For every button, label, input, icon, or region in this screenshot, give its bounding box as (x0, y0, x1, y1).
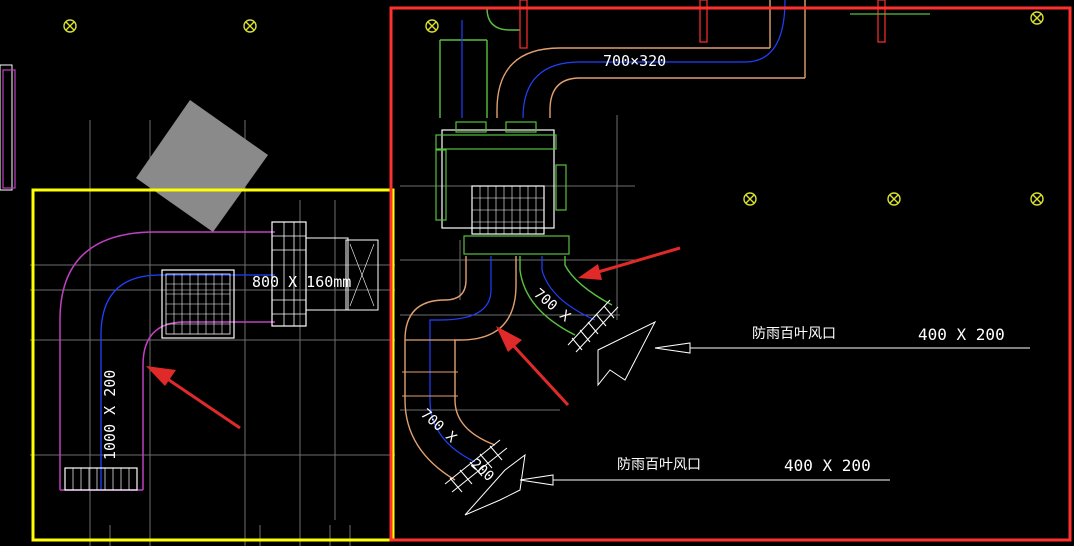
red-arrow-icon (578, 246, 681, 280)
callout-upper: 防雨百叶风口 400 X 200 (654, 325, 1030, 354)
red-arrow-icon (496, 326, 570, 407)
louver-upper-size: 400 X 200 (918, 325, 1005, 344)
right-duct (402, 0, 930, 516)
circle-x-icon (1030, 11, 1044, 25)
circle-x-icon (425, 19, 439, 33)
left-duct-v-label: 1000 X 200 (101, 370, 119, 460)
fixtures (63, 11, 1044, 206)
highlight-box-red (389, 6, 1072, 542)
branch-lower-label-a: 700 X (417, 406, 459, 446)
louver-lower (444, 439, 508, 493)
red-arrow-icon (146, 366, 241, 430)
circle-x-icon (1030, 192, 1044, 206)
left-duct (59, 221, 379, 491)
louver-lower-size: 400 X 200 (784, 456, 871, 475)
grille-icon (64, 467, 138, 491)
right-duct-top-label: 700×320 (603, 52, 666, 70)
louver-upper (567, 299, 619, 353)
circle-x-icon (743, 192, 757, 206)
circle-x-icon (243, 19, 257, 33)
circle-x-icon (887, 192, 901, 206)
louver-upper-name: 防雨百叶风口 (752, 326, 836, 342)
louver-lower-name: 防雨百叶风口 (617, 457, 701, 473)
partial-unit-left (0, 64, 16, 191)
roof-block (136, 100, 268, 232)
callout-lower: 防雨百叶风口 400 X 200 (519, 456, 890, 486)
circle-x-icon (63, 19, 77, 33)
highlight-box-yellow (31, 188, 395, 542)
left-duct-h-label: 800 X 160mm (252, 273, 351, 291)
branch-upper-label: 700 X (530, 286, 573, 326)
grille-icon (161, 269, 235, 339)
